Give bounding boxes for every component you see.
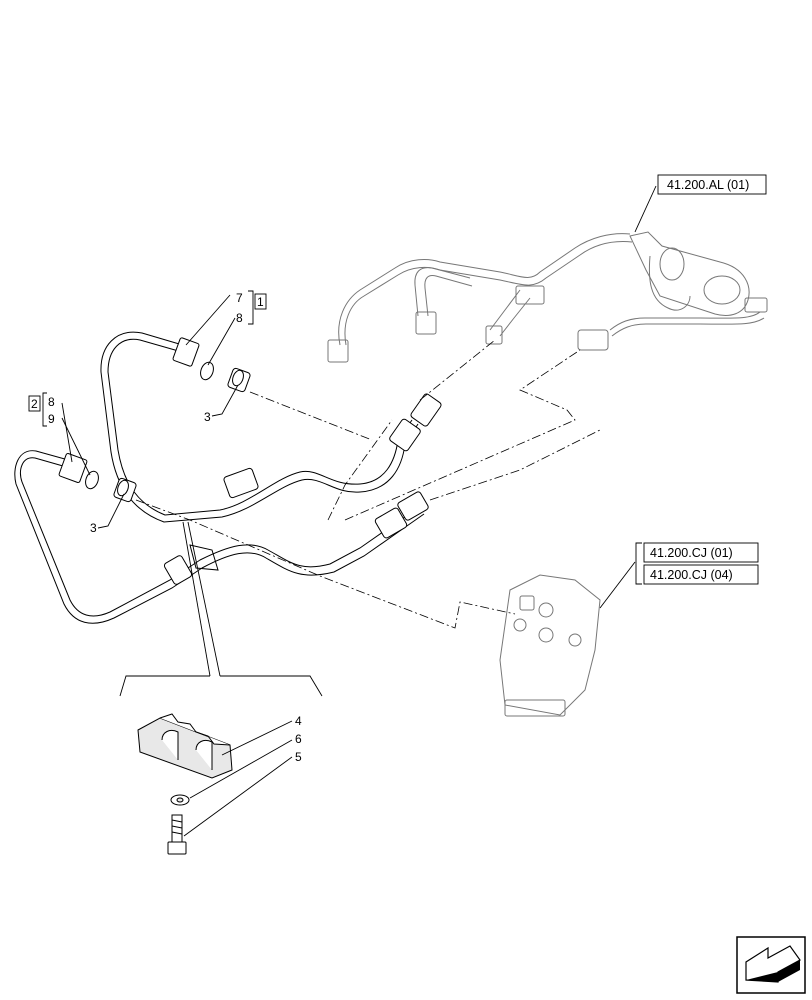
callout-4: 4 [295,714,302,728]
callout-5: 5 [295,750,302,764]
ref-box-1 [254,293,267,310]
clamp-block [137,713,233,779]
callout-labels: 7 8 1 2 8 9 3 3 4 6 5 [28,290,302,764]
ref-41-200-al-01[interactable]: 41.200.AL (01) [667,178,749,192]
connection-lines [135,339,601,629]
callout-8-top: 8 [236,311,243,325]
ref-box-2 [28,395,41,412]
box-1-label: 1 [257,295,264,309]
callout-8-left: 8 [48,395,55,409]
o-ring-upper [200,361,214,381]
reference-cj-01[interactable]: 41.200.CJ (01) [643,542,759,563]
leader-lines [61,185,657,837]
box-2-label: 2 [31,397,38,411]
ref-41-200-cj-01[interactable]: 41.200.CJ (01) [650,546,733,560]
detail-view [119,521,323,855]
callout-3-upper: 3 [204,410,211,424]
callout-7: 7 [236,291,243,305]
adapter-upper [227,367,251,393]
valve-block [499,574,601,717]
next-page-arrow-icon[interactable] [736,936,806,994]
tube-assembly-lower [14,450,429,624]
adapter-lower [113,477,137,503]
seals-and-adapters [85,361,251,503]
callout-6: 6 [295,732,302,746]
reference-al[interactable]: 41.200.AL (01) [657,174,767,195]
callout-9: 9 [48,412,55,426]
bolt [167,814,187,855]
ghost-harness-assembly [327,231,768,363]
callout-3-lower: 3 [90,521,97,535]
reference-cj-04[interactable]: 41.200.CJ (04) [643,564,759,585]
ref-41-200-cj-04[interactable]: 41.200.CJ (04) [650,568,733,582]
reference-cj-group: 41.200.CJ (01) 41.200.CJ (04) [635,542,759,585]
o-ring-lower [85,470,99,490]
tube-assembly-upper [100,331,442,523]
